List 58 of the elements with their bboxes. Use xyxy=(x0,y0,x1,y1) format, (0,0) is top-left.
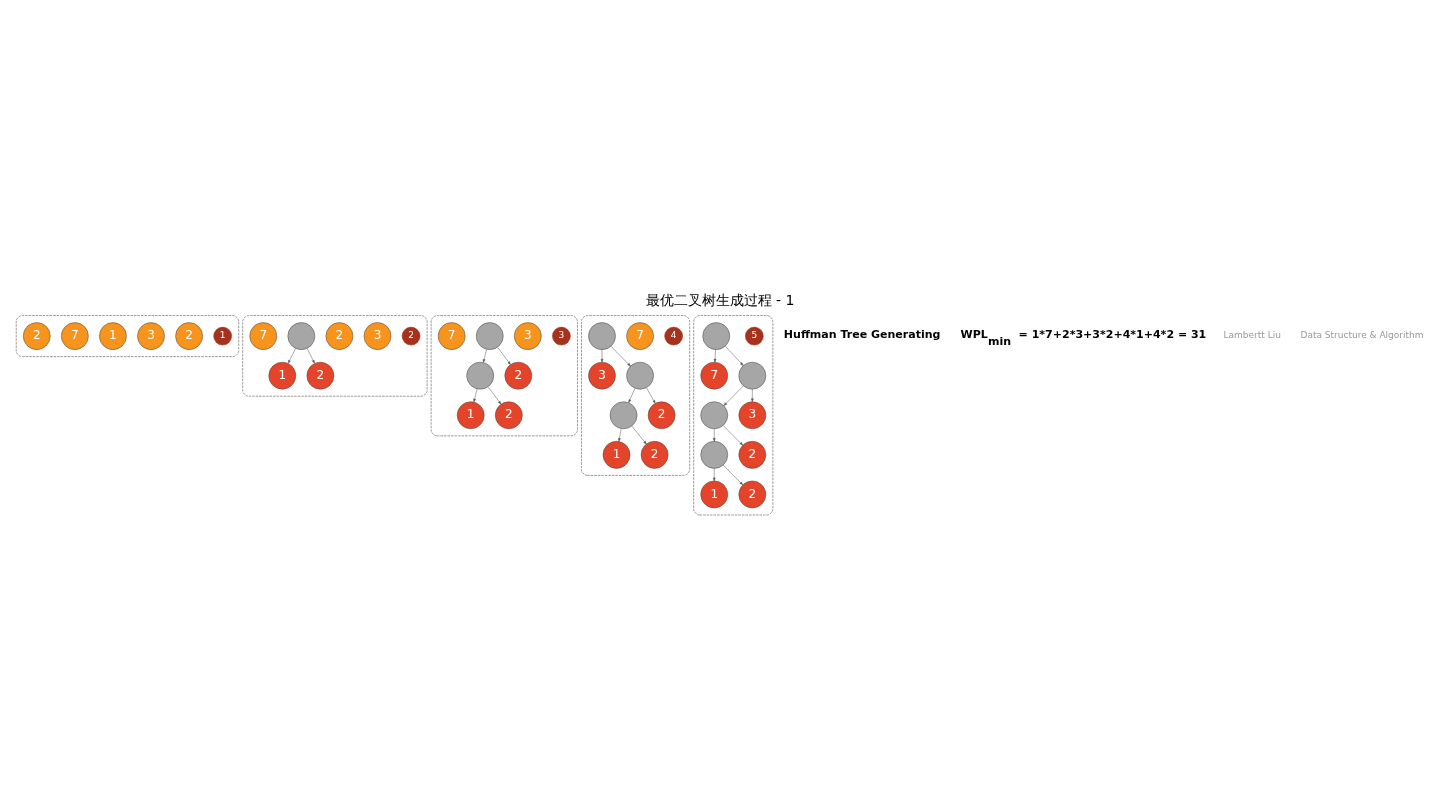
label: Huffman Tree Generating xyxy=(783,327,941,341)
arrow xyxy=(723,385,744,406)
node-circle: 3 xyxy=(514,321,542,350)
node-circle: 3 xyxy=(137,321,165,350)
node-circle: 3 xyxy=(738,401,767,429)
node-circle xyxy=(588,321,616,350)
node-circle: 7 xyxy=(626,321,654,350)
arrow xyxy=(723,464,743,485)
diagram-title: 最优二叉树生成过程 - 1 xyxy=(645,291,795,308)
arrow xyxy=(631,425,647,444)
node-circle xyxy=(466,361,494,389)
node-circle: 1 xyxy=(700,480,728,508)
arrow xyxy=(723,424,743,445)
arrow xyxy=(712,467,716,481)
arrow xyxy=(287,347,296,364)
node-circle: 2 xyxy=(401,326,421,345)
arrow xyxy=(712,428,716,442)
node-circle: 2 xyxy=(175,321,203,350)
node-circle: 5 xyxy=(745,326,764,345)
node-circle: 1 xyxy=(602,440,631,469)
arrow xyxy=(497,346,511,365)
cluster xyxy=(430,314,578,436)
node-circle: 7 xyxy=(700,361,728,389)
arrow xyxy=(628,387,636,403)
node-circle: 4 xyxy=(664,326,683,345)
node-circle: 7 xyxy=(437,321,466,350)
node-circle: 2 xyxy=(23,321,51,350)
node-circle: 1 xyxy=(99,321,127,350)
arrow xyxy=(487,386,502,404)
node-circle xyxy=(700,440,728,469)
node-circle: 3 xyxy=(588,361,616,389)
arrow xyxy=(306,347,315,364)
node-circle xyxy=(287,321,316,350)
cluster xyxy=(242,314,428,396)
arrow xyxy=(751,388,754,402)
arrow xyxy=(600,348,604,362)
arrow xyxy=(713,348,717,362)
node-circle: 3 xyxy=(552,326,571,345)
arrow xyxy=(473,388,478,402)
node-circle xyxy=(702,321,730,350)
cluster xyxy=(693,314,774,515)
node-circle: 2 xyxy=(325,321,354,350)
node-circle xyxy=(609,401,638,429)
cluster xyxy=(16,314,239,357)
cluster xyxy=(581,314,690,476)
arrow xyxy=(725,345,744,366)
node-circle: 7 xyxy=(61,321,89,350)
node-circle: 7 xyxy=(249,321,278,350)
node-circle: 3 xyxy=(363,321,392,350)
label: Data Structure & Algorithm xyxy=(1300,329,1424,340)
label: Lambertt Liu xyxy=(1223,329,1281,340)
node-circle xyxy=(475,321,504,350)
arrow xyxy=(646,387,656,404)
arrow xyxy=(482,348,487,363)
node-circle: 1 xyxy=(213,326,232,345)
arrow xyxy=(618,427,622,442)
arrow xyxy=(610,345,631,366)
node-circle: 1 xyxy=(456,401,485,429)
